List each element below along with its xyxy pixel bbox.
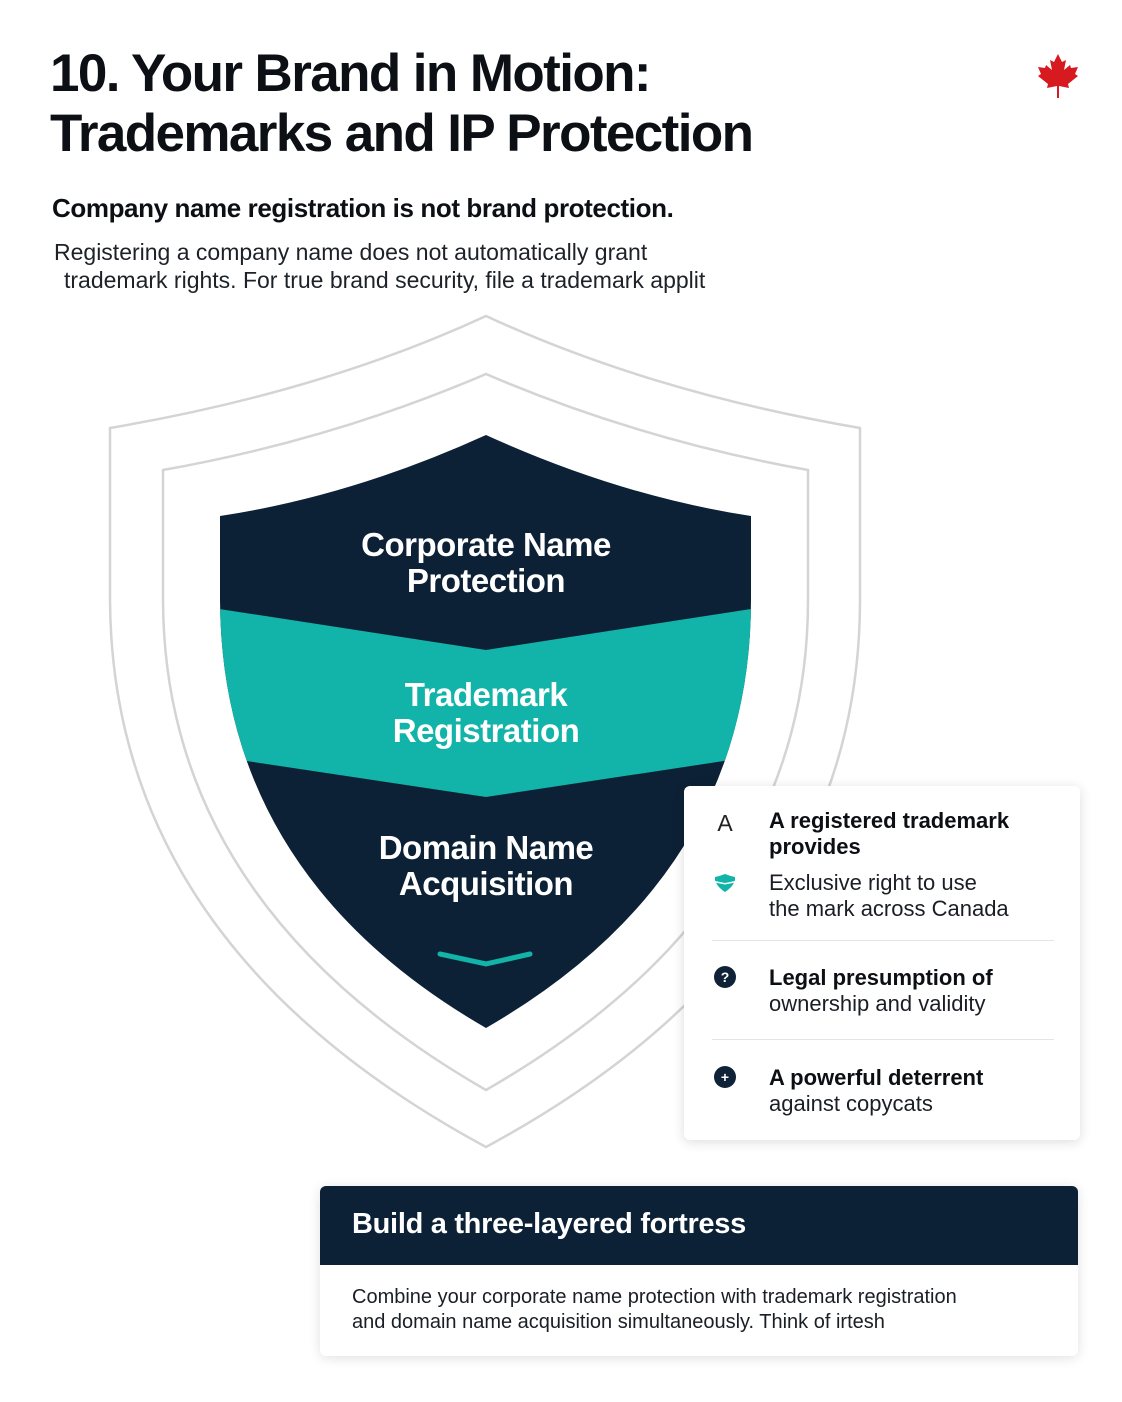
title-line-2: Trademarks and IP Protection <box>50 104 754 163</box>
letter-a-icon: A <box>717 809 733 836</box>
page-title: 10. Your Brand in Motion: Trademarks and… <box>50 44 754 164</box>
shield-layer-trademark <box>220 606 751 797</box>
plus-circle-icon: + <box>714 1066 736 1088</box>
fortress-body: Combine your corporate name protection w… <box>352 1286 957 1333</box>
fortress-callout: Build a three-layered fortress Combine y… <box>320 1186 1078 1356</box>
layer-label-domain: Domain Name Acquisition <box>378 829 594 902</box>
layer-label-corporate: Corporate Name Protection <box>361 526 611 599</box>
shield-outline-inner <box>161 372 810 1092</box>
description: Registering a company name does not auto… <box>54 238 705 294</box>
question-circle-icon: ? <box>714 966 736 988</box>
description-line-1: Registering a company name does not auto… <box>54 239 648 265</box>
divider <box>712 1039 1054 1040</box>
fortress-title: Build a three-layered fortress <box>320 1186 1078 1265</box>
shield-outline-outer <box>108 314 862 1149</box>
benefits-card: A A registered trademark provides Exclus… <box>684 786 1080 1140</box>
benefits-heading: A registered trademark provides <box>769 808 1010 859</box>
layer-label-trademark: Trademark Registration <box>392 676 580 749</box>
benefit-text-exclusive: Exclusive right to use the mark across C… <box>769 870 1009 921</box>
maple-leaf-icon <box>1038 54 1078 98</box>
title-line-1: 10. Your Brand in Motion: <box>50 44 652 103</box>
divider <box>712 940 1054 941</box>
subtitle: Company name registration is not brand p… <box>52 193 674 223</box>
benefit-text-presumption: Legal presumption of ownership and valid… <box>769 965 993 1016</box>
chevron-down-icon <box>437 951 533 967</box>
description-line-2: trademark rights. For true brand securit… <box>64 267 706 293</box>
benefit-text-deterrent: A powerful deterrent against copycats <box>769 1065 984 1116</box>
teal-shield-icon <box>714 872 736 894</box>
